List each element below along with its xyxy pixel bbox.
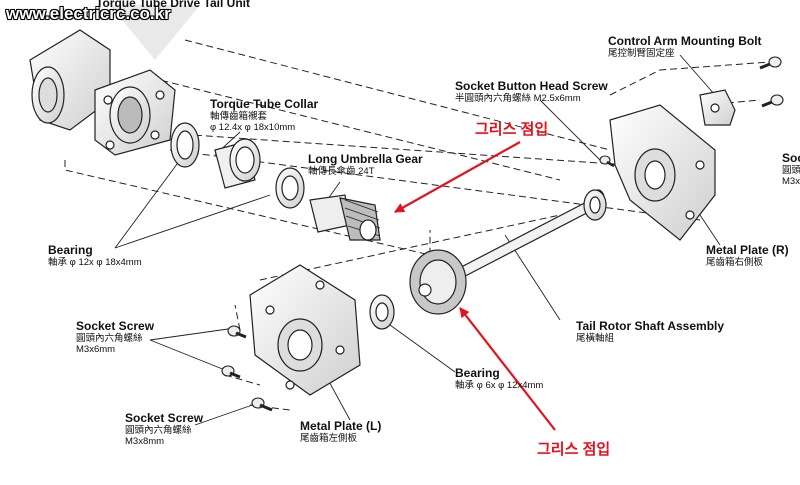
metal-plate-right xyxy=(609,104,716,241)
socket-screw-left-1 xyxy=(227,325,247,339)
metal-plate-left xyxy=(249,264,361,396)
label-torque-tube-drive: Torque Tube Drive Tail Unit xyxy=(96,0,251,10)
bearing-small-upper xyxy=(275,167,305,209)
bearing-12x18 xyxy=(170,122,200,168)
label-bearing-lower: Bearing 軸承 φ 6x φ 12x4mm xyxy=(455,366,544,391)
long-umbrella-gear xyxy=(309,194,381,241)
socket-screw-right-1 xyxy=(759,56,782,70)
label-long-umbrella-gear: Long Umbrella Gear 軸傳長傘齒 24T xyxy=(308,152,423,177)
label-bearing-upper: Bearing 軸承 φ 12x φ 18x4mm xyxy=(48,243,142,268)
label-socket-right-cut: Soc 圓頭 M3x xyxy=(782,151,800,187)
bearing-6x12-shaft xyxy=(583,189,607,221)
grease-annotation-bottom: 그리스 점입 xyxy=(537,441,611,458)
tail-rotor-shaft-assembly xyxy=(409,189,607,315)
grease-arrow-top xyxy=(394,141,521,213)
label-socket-screw-m3x6: Socket Screw 圓頭內六角螺絲 M3x6mm xyxy=(76,319,155,355)
screws xyxy=(221,56,784,412)
label-tail-rotor-shaft: Tail Rotor Shaft Assembly 尾橫軸組 xyxy=(576,319,725,344)
grease-arrow-bottom xyxy=(459,307,556,431)
control-arm-mounting-bolt xyxy=(699,89,736,126)
background-arrow-shape xyxy=(110,5,200,60)
socket-screw-left-2 xyxy=(221,365,241,379)
label-torque-tube-collar: Torque Tube Collar 軸傳齒箱襯套 φ 12.4x φ 18x1… xyxy=(210,97,319,133)
torque-tube-drive-unit xyxy=(29,29,176,156)
watermark: www.electricrc.co.kr xyxy=(6,4,171,23)
torque-tube-collar xyxy=(214,138,261,189)
label-metal-plate-right: Metal Plate (R) 尾齒箱右側板 xyxy=(706,243,789,268)
socket-button-head-screw xyxy=(599,155,615,168)
label-socket-button-head-screw: Socket Button Head Screw 半圓頭內六角螺絲 M2.5x6… xyxy=(455,79,608,104)
label-socket-screw-m3x8: Socket Screw 圓頭內六角螺絲 M3x8mm xyxy=(125,411,204,447)
label-control-arm-bolt: Control Arm Mounting Bolt 尾控制臂固定座 xyxy=(608,34,762,59)
bearing-6x12-lower xyxy=(369,294,395,330)
grease-arrows xyxy=(394,141,556,431)
label-metal-plate-left: Metal Plate (L) 尾齒箱左側板 xyxy=(300,419,382,444)
grease-annotation-top: 그리스 점입 xyxy=(475,121,549,138)
socket-screw-left-3 xyxy=(251,397,273,412)
socket-screw-right-2 xyxy=(761,94,784,108)
